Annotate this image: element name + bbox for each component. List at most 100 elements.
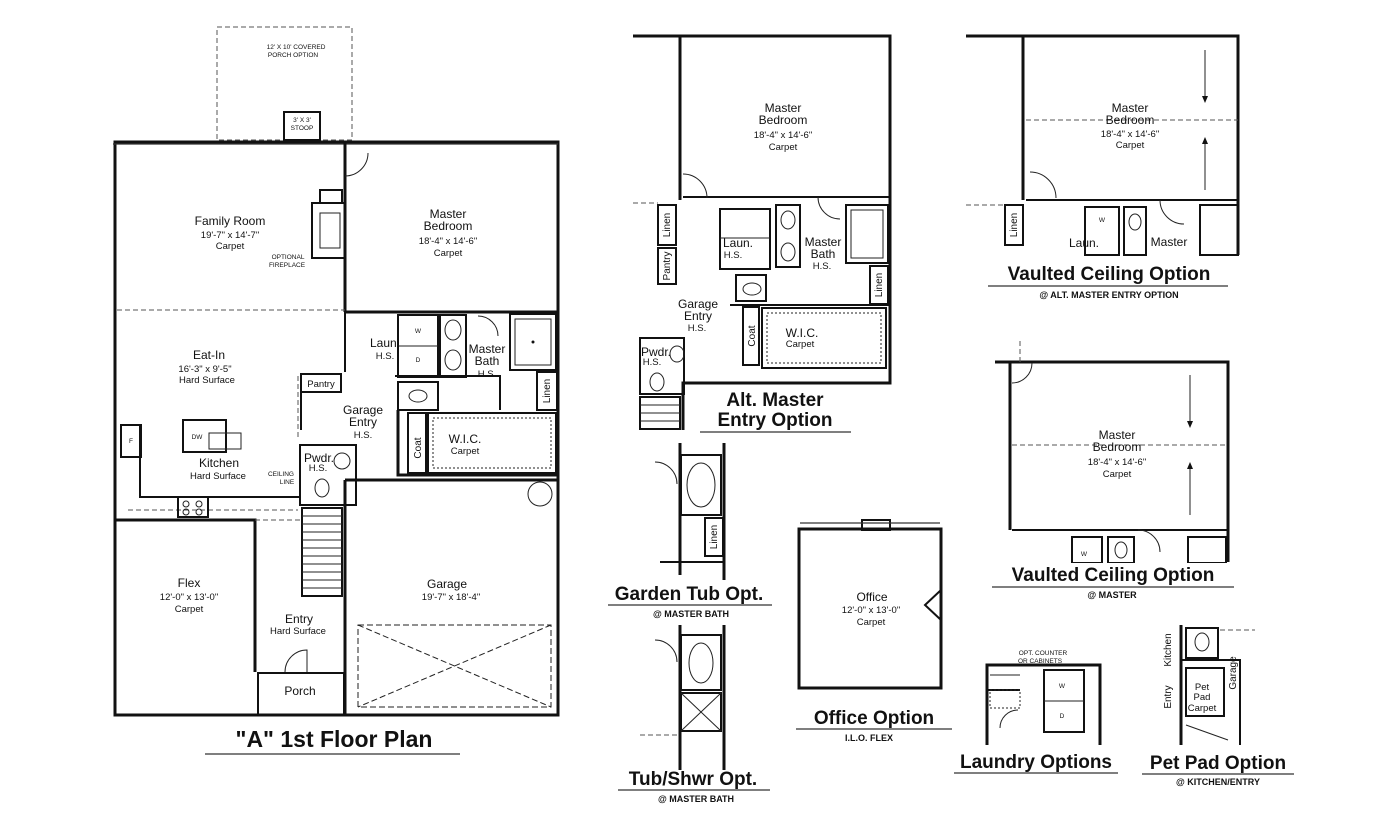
office-subtitle: I.L.O. FLEX [845, 733, 893, 743]
toilet-area [397, 381, 439, 411]
ceiling-line-label-2: LINE [280, 479, 295, 486]
vaulted-master-bedroom-label: Master Bedroom 18'-4" x 14'-6" Carpet [1088, 428, 1146, 480]
vaulted-master-title: Vaulted Ceiling Option [1012, 565, 1215, 586]
vaulted-alt-bedroom-label: Master Bedroom 18'-4" x 14'-6" Carpet [1101, 101, 1159, 151]
stoop-label-1: 3' X 3' [293, 117, 311, 124]
pantry-label: Pantry [307, 379, 335, 390]
svg-text:Master: Master [1112, 101, 1149, 115]
svg-text:Entry: Entry [684, 309, 712, 323]
svg-text:Bedroom: Bedroom [424, 219, 473, 233]
tub-shower-option: Tub/Shwr Opt. @ MASTER BATH [618, 625, 770, 804]
svg-text:19'-7" x 14'-7": 19'-7" x 14'-7" [201, 230, 259, 241]
svg-text:Master: Master [765, 101, 802, 115]
alt-garage-entry-label: Garage Entry H.S. [678, 297, 718, 334]
svg-text:Master: Master [1099, 428, 1136, 442]
svg-text:18'-4" x 14'-6": 18'-4" x 14'-6" [1088, 457, 1146, 468]
kitchen-label: Kitchen Hard Surface [190, 456, 246, 482]
stoop [283, 111, 321, 141]
svg-text:H.S.: H.S. [813, 261, 831, 272]
vaulted-alt-option: Master Bedroom 18'-4" x 14'-6" Carpet Li… [966, 34, 1240, 300]
coat-closet [407, 412, 427, 474]
alt-powder-label: Pwdr. H.S. [641, 345, 671, 368]
vaulted-master-option: Master Bedroom 18'-4" x 14'-6" Carpet W … [992, 340, 1235, 600]
garden-tub-linen: Linen [709, 525, 720, 549]
svg-text:Carpet: Carpet [434, 248, 463, 259]
office-title: Office Option [814, 708, 934, 729]
garden-tub-title: Garden Tub Opt. [615, 584, 763, 605]
laundry-options-title: Laundry Options [960, 752, 1112, 773]
svg-text:12'-0" x 13'-0": 12'-0" x 13'-0" [842, 605, 900, 616]
garage-label: Garage 19'-7" x 18'-4" [422, 577, 480, 603]
svg-text:Hard Surface: Hard Surface [190, 471, 246, 482]
powder-label: Pwdr. H.S. [304, 451, 334, 474]
pet-pad-title: Pet Pad Option [1150, 753, 1286, 774]
svg-text:Carpet: Carpet [451, 446, 480, 457]
garden-tub-option: Linen Garden Tub Opt. @ MASTER BATH [608, 443, 772, 619]
svg-text:Kitchen: Kitchen [199, 456, 239, 470]
fridge [120, 424, 142, 458]
svg-text:Master: Master [805, 235, 842, 249]
svg-text:Carpet: Carpet [216, 241, 245, 252]
vaulted-alt-bath: Master [1151, 235, 1188, 249]
vaulted-master-subtitle: @ MASTER [1087, 590, 1137, 600]
entry-label: Entry Hard Surface [270, 612, 326, 637]
svg-text:Carpet: Carpet [786, 339, 815, 350]
svg-text:Garage: Garage [427, 577, 467, 591]
pet-pad-entry: Entry [1163, 685, 1174, 708]
ceiling-line-label-1: CEILING [268, 471, 294, 478]
main-floor-plan: 12' X 10' COVERED PORCH OPTION 3' X 3' S… [113, 26, 560, 755]
linen-closet [536, 371, 558, 411]
office-room-label: Office 12'-0" x 13'-0" Carpet [842, 590, 900, 628]
garage-door [357, 624, 552, 708]
svg-text:Bedroom: Bedroom [759, 113, 808, 127]
laundry-options: OPT. COUNTER OR CABINETS W D Laundry Opt… [954, 650, 1118, 774]
svg-text:Carpet: Carpet [1116, 140, 1145, 151]
svg-text:Hard Surface: Hard Surface [179, 375, 235, 386]
porch [257, 672, 345, 716]
svg-text:Pwdr.: Pwdr. [304, 451, 334, 465]
svg-text:12'-0" x 13'-0": 12'-0" x 13'-0" [160, 592, 218, 603]
washer-label: W [415, 328, 422, 335]
svg-text:Carpet: Carpet [857, 617, 886, 628]
pet-pad-option: Kitchen Entry Garage Pet Pad Carpet Pet … [1142, 625, 1294, 787]
walk-in-closet [427, 412, 557, 474]
alt-master-entry-option: Master Bedroom 18'-4" x 14'-6" Carpet Li… [633, 34, 892, 433]
bath-vanity [439, 314, 467, 378]
svg-text:Bedroom: Bedroom [1093, 440, 1142, 454]
svg-text:H.S.: H.S. [354, 430, 372, 441]
alt-bath-label: Master Bath H.S. [805, 235, 842, 272]
svg-text:W.I.C.: W.I.C. [786, 326, 819, 340]
alt-master-title-2: Entry Option [717, 410, 832, 431]
exterior-wall [113, 140, 560, 717]
svg-text:H.S.: H.S. [643, 357, 661, 368]
garage-entry-label: Garage Entry H.S. [343, 403, 383, 441]
pet-pad-label-2: Pad [1194, 692, 1211, 703]
wall-wic [396, 410, 558, 477]
svg-text:W.I.C.: W.I.C. [449, 432, 482, 446]
master-shower [509, 313, 557, 371]
pantry-box [300, 373, 342, 393]
laundry-label: Laun. H.S. [370, 336, 400, 362]
svg-text:Laun.: Laun. [723, 236, 753, 250]
svg-text:H.S.: H.S. [309, 463, 327, 474]
laundry-opt-dryer: D [1060, 713, 1065, 720]
alt-coat: Coat [747, 325, 758, 346]
svg-text:Entry: Entry [285, 612, 313, 626]
vaulted-alt-linen: Linen [1009, 213, 1020, 237]
alt-laundry-label: Laun. H.S. [723, 236, 753, 261]
svg-text:H.S.: H.S. [724, 250, 742, 261]
master-bedroom-label: Master Bedroom 18'-4" x 14'-6" Carpet [419, 207, 477, 259]
dryer-label: D [416, 357, 421, 364]
alt-linen-left: Linen [662, 213, 673, 237]
pet-pad-kitchen: Kitchen [1163, 633, 1174, 666]
main-plan-title: "A" 1st Floor Plan [236, 726, 433, 752]
entry-door [284, 649, 308, 673]
svg-text:Garage: Garage [678, 297, 718, 311]
svg-text:Family Room: Family Room [195, 214, 266, 228]
wic-label: W.I.C. Carpet [449, 432, 482, 457]
pet-pad-subtitle: @ KITCHEN/ENTRY [1176, 777, 1260, 787]
svg-text:Garage: Garage [343, 403, 383, 417]
alt-master-title-1: Alt. Master [726, 390, 824, 411]
svg-text:Hard Surface: Hard Surface [270, 626, 326, 637]
